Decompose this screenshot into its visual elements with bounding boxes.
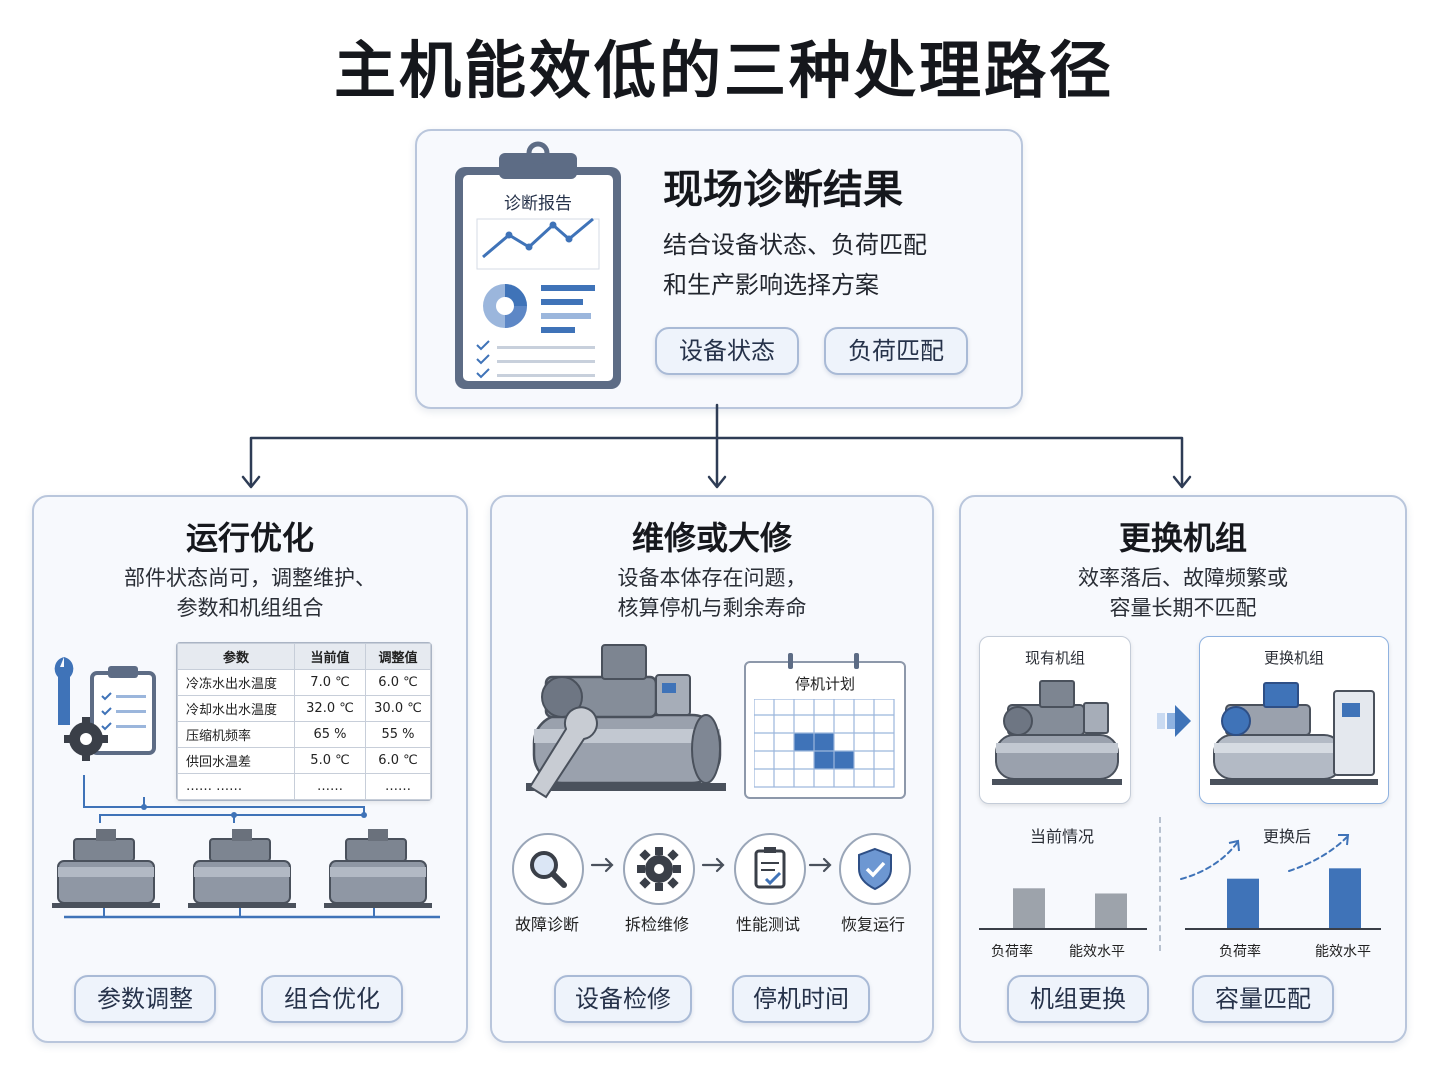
optimize-desc-line2: 参数和机组组合	[176, 596, 324, 620]
after-bar-label: 负荷率	[1219, 944, 1261, 960]
table-row: 冷冻水出水温度 7.0 ℃ 6.0 ℃	[177, 669, 431, 696]
after-bar-label: 能效水平	[1315, 944, 1371, 960]
table-cell: 压缩机频率	[177, 721, 295, 748]
bar-0	[1013, 888, 1045, 929]
gear-icon	[637, 847, 681, 891]
table-cell: 5.0 ℃	[294, 747, 366, 774]
new-unit-box: 更换机组	[1199, 636, 1389, 804]
chiller-unit-2	[188, 829, 296, 908]
diagnosis-desc-line2: 和生产影响选择方案	[663, 271, 879, 299]
optimize-title: 运行优化	[185, 519, 314, 557]
current-situation-label: 当前情况	[1029, 827, 1094, 846]
chiller-group-illustration	[52, 775, 440, 919]
step-label: 恢复运行	[840, 915, 905, 934]
current-bar-label: 负荷率	[991, 944, 1033, 960]
old-unit-box: 现有机组	[979, 636, 1131, 804]
optimize-desc-line1: 部件状态尚可，调整维护、	[124, 566, 376, 590]
table-cell: 冷冻水出水温度	[177, 669, 295, 696]
replace-arrow-icon	[1157, 705, 1191, 737]
path-replace-card: 更换机组 效率落后、故障频繁或 容量长期不匹配 现有机组 更换机组	[959, 495, 1407, 1043]
table-cell: 65 %	[294, 721, 366, 748]
table-cell: 冷却水出水温度	[177, 695, 295, 722]
tag-param-adjust[interactable]: 参数调整	[74, 975, 216, 1023]
step-label: 故障诊断	[514, 915, 579, 934]
checklist-icon	[754, 847, 786, 889]
table-cell: 55 %	[365, 721, 431, 748]
wrench-gear-clipboard-icon	[54, 657, 156, 761]
bar-1	[1095, 893, 1127, 929]
shield-check-icon	[858, 847, 892, 891]
table-row: 冷却水出水温度 32.0 ℃ 30.0 ℃	[177, 695, 431, 722]
tag-equipment-repair[interactable]: 设备检修	[554, 975, 692, 1023]
compare-divider	[1159, 817, 1161, 951]
step-label: 性能测试	[735, 915, 800, 934]
bar-1	[1329, 868, 1361, 929]
diagnosis-title: 现场诊断结果	[663, 167, 903, 213]
magnifier-icon	[530, 851, 567, 888]
path-optimize-card: 运行优化 部件状态尚可，调整维护、 参数和机组组合 参数 当前值 调整值 冷冻水…	[32, 495, 468, 1043]
chiller-with-wrench-illustration	[526, 644, 726, 799]
tag-unit-replacement[interactable]: 机组更换	[1007, 975, 1149, 1023]
table-cell: 供回水温差	[177, 747, 295, 774]
calendar-grid	[754, 699, 895, 788]
table-header: 参数	[177, 643, 295, 670]
clipboard-report-icon	[455, 141, 621, 389]
shutdown-calendar: 停机计划	[744, 661, 906, 799]
replace-desc-line1: 效率落后、故障频繁或	[1078, 566, 1288, 590]
table-header: 当前值	[294, 643, 366, 670]
calendar-ring-left	[788, 653, 793, 669]
after-replace-label: 更换后	[1262, 827, 1311, 846]
replace-desc-line2: 容量长期不匹配	[1109, 596, 1257, 620]
table-cell: 7.0 ℃	[294, 669, 366, 696]
table-cell: ……	[294, 773, 366, 800]
repair-desc-line2: 核算停机与剩余寿命	[617, 596, 807, 620]
table-cell: 32.0 ℃	[294, 695, 366, 722]
param-table-box: 参数 当前值 调整值 冷冻水出水温度 7.0 ℃ 6.0 ℃ 冷却水出水温度 3…	[176, 642, 432, 801]
old-unit-label: 现有机组	[1024, 649, 1085, 667]
table-row: …… …… …… ……	[177, 773, 431, 800]
param-table: 参数 当前值 调整值 冷冻水出水温度 7.0 ℃ 6.0 ℃ 冷却水出水温度 3…	[177, 643, 431, 800]
step-resume-operation	[839, 833, 911, 905]
bar-0	[1227, 878, 1259, 929]
report-label: 诊断报告	[504, 194, 572, 214]
table-cell: ……	[365, 773, 431, 800]
new-unit-label: 更换机组	[1263, 649, 1324, 667]
table-header: 调整值	[365, 643, 431, 670]
current-bar-chart	[979, 888, 1147, 930]
diagnosis-card: 诊断报告 现场诊断结果 结合设备状态、负荷匹配 和生产影响选择方案 设备状态 负…	[415, 129, 1023, 409]
calendar-ring-right	[854, 653, 859, 669]
table-header-row: 参数 当前值 调整值	[177, 643, 431, 670]
old-chiller-illustration	[992, 680, 1122, 785]
tag-combination-optimize[interactable]: 组合优化	[261, 975, 403, 1023]
tag-equipment-status[interactable]: 设备状态	[655, 327, 799, 375]
diagnosis-desc-line1: 结合设备状态、负荷匹配	[663, 231, 927, 259]
tag-load-match[interactable]: 负荷匹配	[824, 327, 968, 375]
trend-up-arrows	[1180, 834, 1350, 880]
tag-downtime[interactable]: 停机时间	[732, 975, 870, 1023]
page-title: 主机能效低的三种处理路径	[333, 34, 1114, 107]
step-arrows	[590, 857, 832, 873]
path-repair-card: 维修或大修 设备本体存在问题， 核算停机与剩余寿命 停机计划	[490, 495, 934, 1043]
tag-capacity-match[interactable]: 容量匹配	[1192, 975, 1334, 1023]
repair-desc-line1: 设备本体存在问题，	[617, 566, 807, 590]
branch-connector	[241, 403, 1192, 489]
step-fault-diagnosis	[512, 833, 584, 905]
current-bar-label: 能效水平	[1069, 944, 1125, 960]
table-cell: 30.0 ℃	[365, 695, 431, 722]
repair-title: 维修或大修	[631, 519, 792, 557]
table-cell: 6.0 ℃	[365, 669, 431, 696]
chiller-unit-1	[52, 829, 160, 908]
calendar-label: 停机计划	[794, 675, 855, 693]
replace-title: 更换机组	[1118, 519, 1247, 557]
table-cell: …… ……	[177, 773, 295, 800]
step-performance-test	[734, 833, 806, 905]
step-disassembly-repair	[623, 833, 695, 905]
after-bar-chart	[1185, 868, 1381, 930]
new-chiller-illustration	[1210, 682, 1378, 785]
table-row: 压缩机频率 65 % 55 %	[177, 721, 431, 748]
chiller-unit-3	[324, 829, 432, 908]
step-label: 拆检维修	[624, 915, 689, 934]
table-row: 供回水温差 5.0 ℃ 6.0 ℃	[177, 747, 431, 774]
